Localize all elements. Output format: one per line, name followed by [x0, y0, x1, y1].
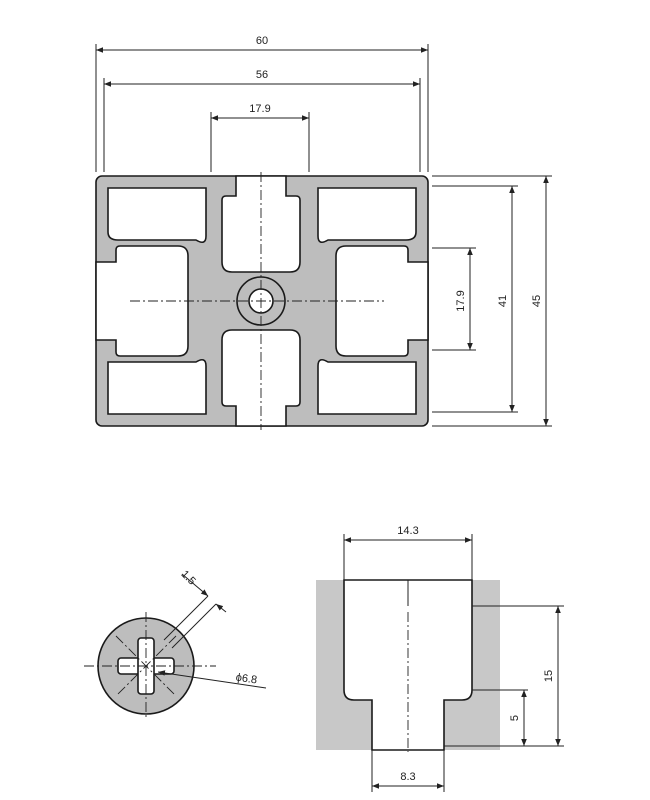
- dim-height-overall: 45: [531, 176, 549, 426]
- dim-slot-opening: 14.3: [344, 525, 472, 543]
- dim-slot-width: 17.9: [211, 103, 309, 121]
- dim-lip-label: 5: [509, 715, 521, 721]
- top-extension-lines: [95, 44, 429, 172]
- main-center-lines: [130, 172, 384, 430]
- slot-detail: [316, 579, 500, 752]
- dim-diameter: ϕ6.8: [157, 670, 267, 689]
- dim-height-overall-label: 45: [531, 295, 543, 307]
- dim-slot-height: 17.9: [455, 248, 473, 350]
- dim-width-inner: 56: [104, 69, 420, 87]
- core-detail: [84, 612, 216, 720]
- dim-width-overall: 60: [96, 35, 428, 53]
- dim-diameter-label: ϕ6.8: [235, 672, 258, 687]
- dim-opening-label: 14.3: [397, 525, 418, 537]
- dim-slot-width-label: 17.9: [249, 103, 270, 115]
- dim-depth-label: 15: [543, 670, 555, 682]
- dim-slot-height-label: 17.9: [455, 290, 467, 311]
- dim-slot-lip: 5: [509, 690, 527, 746]
- dim-slot-width-bottom: 8.3: [372, 771, 444, 789]
- dim-slot-depth: 15: [543, 606, 561, 746]
- dim-height-inner: 41: [497, 186, 515, 412]
- dim-height-inner-label: 41: [497, 295, 509, 307]
- dim-width-overall-label: 60: [256, 35, 268, 47]
- dim-slot-label: 8.3: [400, 771, 415, 783]
- dim-width-inner-label: 56: [256, 69, 268, 81]
